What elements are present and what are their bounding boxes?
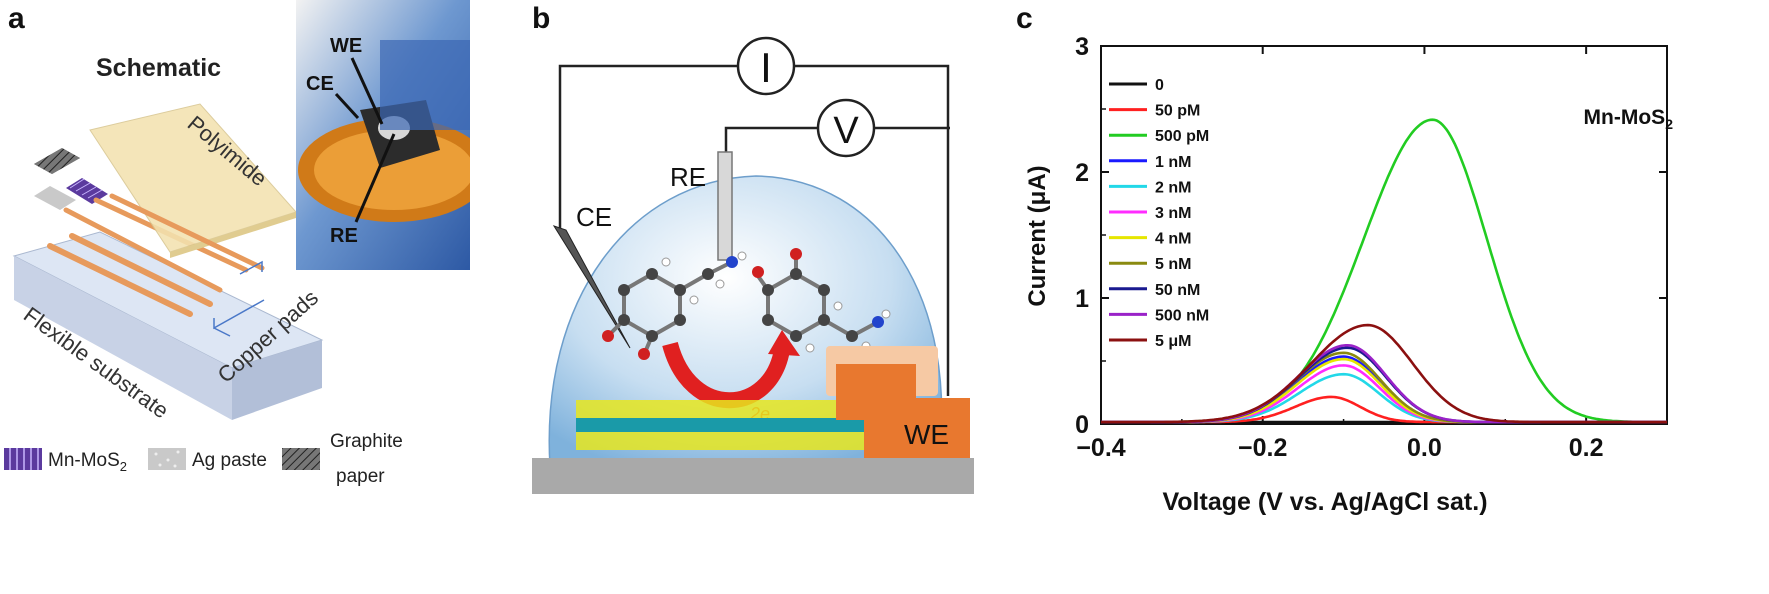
base-substrate <box>532 458 974 494</box>
legend-mnmos2-label: Mn-MoS <box>48 450 120 471</box>
reference-electrode <box>717 151 733 261</box>
copper-traces <box>47 233 213 317</box>
panel-a-letter: a <box>8 2 25 35</box>
ag-paste-piece <box>34 186 76 210</box>
graphite-paper-piece <box>34 148 80 174</box>
y-tick-label: 0 <box>1075 411 1089 439</box>
legend-ag-label: Ag paste <box>192 450 267 471</box>
schematic-title: Schematic <box>96 54 221 82</box>
mos2-layer <box>576 400 896 450</box>
legend-label: 5 nM <box>1155 256 1191 273</box>
y-tick-label: 1 <box>1075 285 1089 313</box>
mnmos2-annotation: Mn-MoS2 <box>1584 106 1674 132</box>
panel-b-figure: I V RE CE <box>532 36 974 494</box>
legend-label: 500 pM <box>1155 128 1209 145</box>
legend-label: 50 nM <box>1155 282 1200 299</box>
legend-label: 1 nM <box>1155 154 1191 171</box>
circuit-voltage-loop <box>724 126 950 160</box>
photo-ce-label: CE <box>306 73 334 95</box>
panel-c-letter: c <box>1016 2 1033 35</box>
voltmeter-label: V <box>833 110 859 152</box>
plot-area: 0 1 2 3 −0.4 −0.2 0.0 0.2 0 50 pM 500 pM 1 nM 2 nM 3 … <box>1075 33 1668 462</box>
x-tick-label: −0.4 <box>1076 434 1125 462</box>
ammeter: I <box>736 36 796 96</box>
photo-we-label: WE <box>330 35 362 57</box>
legend-label: 500 nM <box>1155 307 1209 324</box>
legend-mnmos2-swatch <box>4 448 42 470</box>
photo-re-label: RE <box>330 225 358 247</box>
counter-electrode <box>552 225 631 349</box>
x-tick-label: 0.2 <box>1569 434 1604 462</box>
voltammetry-chart: 0 1 2 3 −0.4 −0.2 0.0 0.2 0 50 pM 500 pM 1 nM 2 nM 3 … <box>1024 33 1674 516</box>
y-axis-label: Current (μA) <box>1024 165 1051 306</box>
we-label: WE <box>904 419 949 450</box>
voltmeter: V <box>816 98 876 158</box>
legend-label: 5 μM <box>1155 333 1191 350</box>
legend-label: 50 pM <box>1155 103 1200 120</box>
ce-label: CE <box>576 202 612 232</box>
ammeter-label: I <box>760 44 772 91</box>
dopamine-molecule <box>602 251 747 360</box>
x-tick-label: 0.0 <box>1407 434 1442 462</box>
series-line <box>1101 395 1667 424</box>
x-tick-label: −0.2 <box>1238 434 1287 462</box>
mnmos2-piece <box>66 178 108 204</box>
legend-label: 4 nM <box>1155 231 1191 248</box>
y-tick-label: 2 <box>1075 159 1089 187</box>
legend-graphite-swatch <box>282 448 320 470</box>
legend-label: 3 nM <box>1155 205 1191 222</box>
y-tick-label: 3 <box>1075 33 1089 61</box>
device-photo <box>296 0 470 270</box>
legend-label: 2 nM <box>1155 179 1191 196</box>
x-axis-label: Voltage (V vs. Ag/AgCl sat.) <box>1162 488 1487 516</box>
re-label: RE <box>670 162 706 192</box>
series-line <box>1101 323 1667 424</box>
panel-a-figure: Schematic Polyimide <box>4 0 470 487</box>
svg-text:Mn-MoS2: Mn-MoS2 <box>48 450 127 474</box>
working-electrode: WE <box>826 346 970 458</box>
copper-pads-bracket <box>213 260 265 337</box>
legend-label: 0 <box>1155 77 1164 94</box>
photo-labels: WE CE RE <box>306 35 362 247</box>
panel-a-legend: Mn-MoS2 Ag paste Graphite paper <box>4 431 403 487</box>
panel-b-letter: b <box>532 2 551 35</box>
legend-graphite-label-2: paper <box>336 466 385 487</box>
legend-graphite-label-1: Graphite <box>330 431 403 452</box>
